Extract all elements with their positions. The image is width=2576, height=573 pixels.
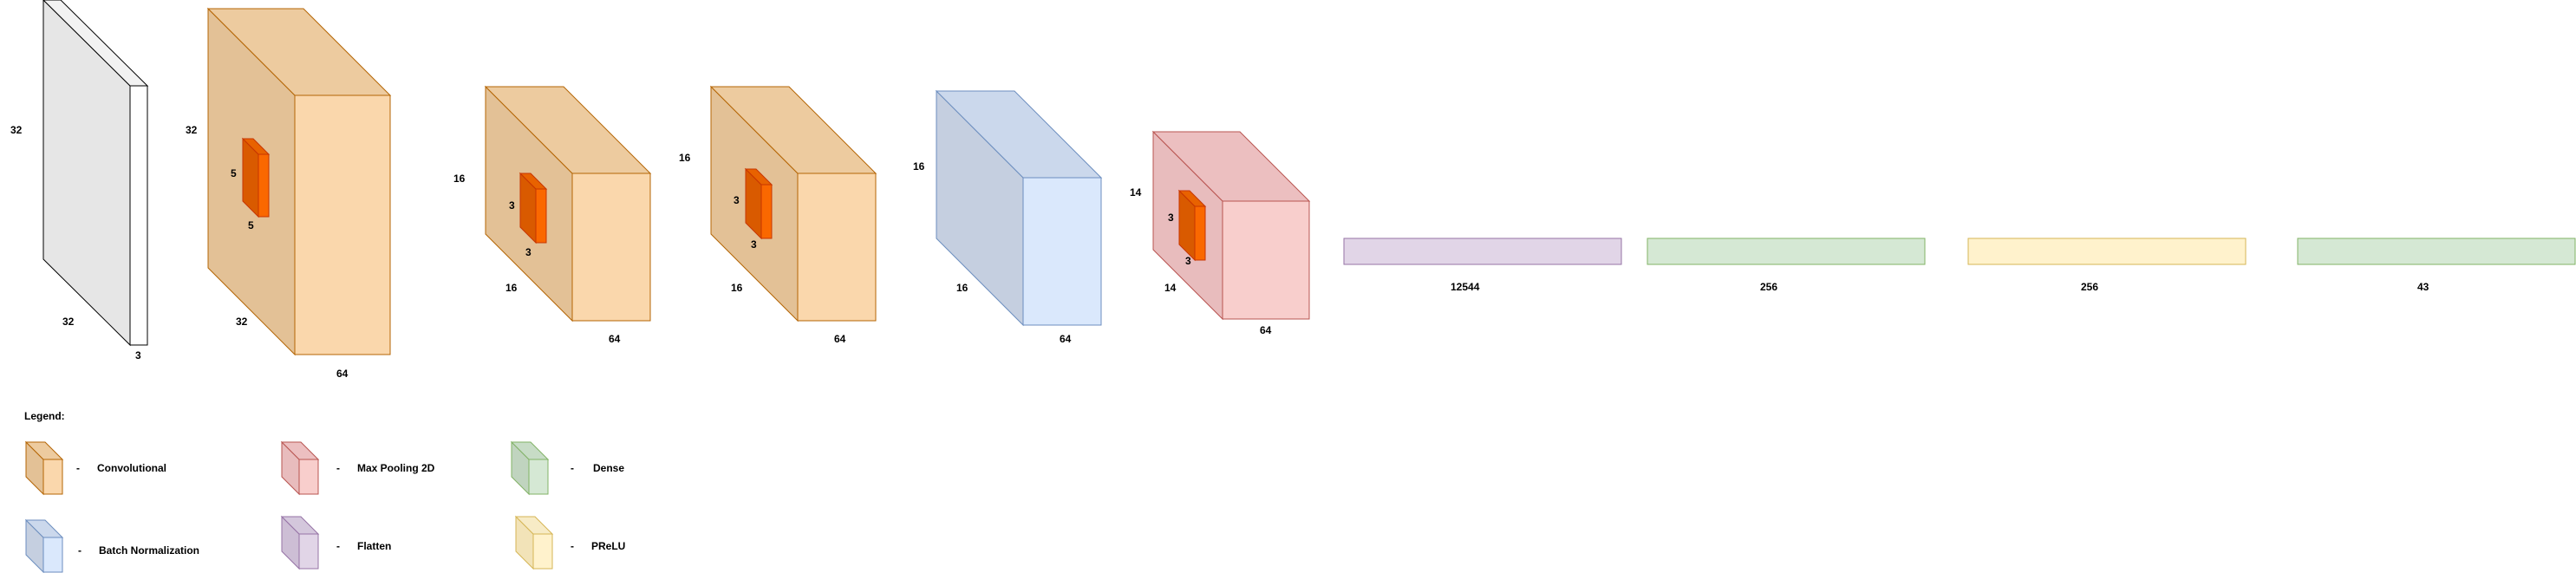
layer-conv1: 5 5 32 32 64 bbox=[186, 7, 392, 380]
legend-dense-separator: - bbox=[571, 462, 574, 474]
conv3-front-face bbox=[797, 173, 877, 322]
legend-convolutional-separator: - bbox=[76, 462, 80, 474]
legend-prelu-front bbox=[532, 533, 553, 570]
legend-item-max-pooling: - Max Pooling 2D bbox=[280, 440, 435, 496]
layer-flatten: 12544 bbox=[1343, 238, 1622, 293]
conv1-kernel bbox=[241, 137, 271, 218]
conv3-kernel-height-label: 3 bbox=[734, 194, 740, 206]
conv2-kernel bbox=[518, 172, 548, 244]
legend-item-dense: - Dense bbox=[510, 440, 624, 496]
legend-max-pooling-label: Max Pooling 2D bbox=[357, 462, 435, 474]
legend-max-pooling-separator: - bbox=[336, 462, 340, 474]
conv3-height-label: 16 bbox=[679, 152, 691, 164]
conv2-front-face bbox=[571, 173, 651, 322]
legend-prelu-label: PReLU bbox=[591, 540, 625, 552]
legend-title: Legend: bbox=[24, 410, 65, 422]
layer-maxpool: 3 3 14 14 64 bbox=[1130, 130, 1311, 336]
legend-batch-normalization-front bbox=[42, 537, 63, 573]
conv2-kernel-width-label: 3 bbox=[525, 246, 532, 258]
layer-batchnorm: 16 16 64 bbox=[913, 89, 1103, 345]
legend-flatten-label: Flatten bbox=[357, 540, 391, 552]
batchnorm-width-label: 16 bbox=[956, 282, 968, 294]
dense1-bar bbox=[1647, 238, 1926, 265]
batchnorm-depth-label: 64 bbox=[1060, 333, 1072, 345]
legend-convolutional-front bbox=[42, 459, 63, 495]
maxpool-width-label: 14 bbox=[1164, 282, 1177, 294]
conv2-depth-label: 64 bbox=[609, 333, 621, 345]
conv3-kernel-front bbox=[760, 184, 773, 239]
conv1-front-face bbox=[294, 94, 391, 355]
batchnorm-front-face bbox=[1022, 177, 1102, 326]
layer-dense1: 256 bbox=[1647, 238, 1926, 293]
conv3-kernel bbox=[744, 167, 773, 240]
conv3-depth-label: 64 bbox=[834, 333, 846, 345]
conv2-height-label: 16 bbox=[453, 173, 466, 185]
legend-prelu-separator: - bbox=[571, 540, 574, 552]
maxpool-front-face bbox=[1222, 200, 1310, 320]
layer-input: 32 32 3 bbox=[10, 0, 149, 361]
prelu-size-label: 256 bbox=[2081, 281, 2098, 293]
maxpool-depth-label: 64 bbox=[1260, 324, 1272, 336]
conv2-width-label: 16 bbox=[505, 282, 518, 294]
maxpool-height-label: 14 bbox=[1130, 186, 1142, 199]
input-front-face bbox=[129, 85, 148, 346]
dense2-bar bbox=[2297, 238, 2576, 265]
conv3-kernel-width-label: 3 bbox=[751, 238, 757, 251]
input-height-label: 32 bbox=[10, 124, 23, 136]
conv1-kernel-width-label: 5 bbox=[248, 219, 254, 231]
legend-dense-label: Dense bbox=[593, 462, 624, 474]
legend-flatten-front bbox=[298, 533, 319, 570]
legend: Legend: - Convolutional - Max Pooling 2D… bbox=[24, 410, 625, 573]
conv1-width-label: 32 bbox=[236, 316, 248, 328]
dense1-size-label: 256 bbox=[1760, 281, 1777, 293]
conv1-depth-label: 64 bbox=[336, 368, 349, 380]
input-depth-label: 3 bbox=[135, 349, 141, 361]
layer-conv3: 3 3 16 16 64 bbox=[679, 85, 877, 345]
legend-batch-normalization-separator: - bbox=[78, 544, 82, 557]
input-width-label: 32 bbox=[62, 316, 75, 328]
input-side-face bbox=[42, 0, 131, 347]
conv1-kernel-height-label: 5 bbox=[231, 167, 237, 179]
conv1-kernel-front bbox=[258, 153, 270, 218]
legend-item-flatten: - Flatten bbox=[280, 515, 391, 570]
layer-conv2: 3 3 16 16 64 bbox=[453, 85, 652, 345]
legend-convolutional-label: Convolutional bbox=[97, 462, 166, 474]
conv1-height-label: 32 bbox=[186, 124, 198, 136]
legend-item-batch-normalization: - Batch Normalization bbox=[24, 518, 199, 573]
maxpool-kernel-height-label: 3 bbox=[1168, 212, 1174, 224]
maxpool-kernel-front bbox=[1194, 205, 1206, 261]
batchnorm-height-label: 16 bbox=[913, 160, 925, 173]
dense2-size-label: 43 bbox=[2417, 281, 2429, 293]
maxpool-kernel-width-label: 3 bbox=[1185, 255, 1191, 267]
conv3-width-label: 16 bbox=[731, 282, 743, 294]
prelu-bar bbox=[1967, 238, 2247, 265]
legend-flatten-separator: - bbox=[336, 540, 340, 552]
flatten-size-label: 12544 bbox=[1451, 281, 1480, 293]
conv2-kernel-front bbox=[535, 188, 547, 244]
legend-max-pooling-front bbox=[298, 459, 319, 495]
flatten-bar bbox=[1343, 238, 1622, 265]
legend-item-convolutional: - Convolutional bbox=[24, 440, 166, 496]
legend-item-prelu: - PReLU bbox=[514, 515, 625, 570]
legend-batch-normalization-label: Batch Normalization bbox=[99, 544, 199, 557]
layer-dense2: 43 bbox=[2297, 238, 2576, 293]
maxpool-kernel bbox=[1177, 189, 1207, 262]
conv2-kernel-height-label: 3 bbox=[509, 199, 515, 212]
layer-prelu: 256 bbox=[1967, 238, 2247, 293]
legend-dense-front bbox=[528, 459, 549, 495]
